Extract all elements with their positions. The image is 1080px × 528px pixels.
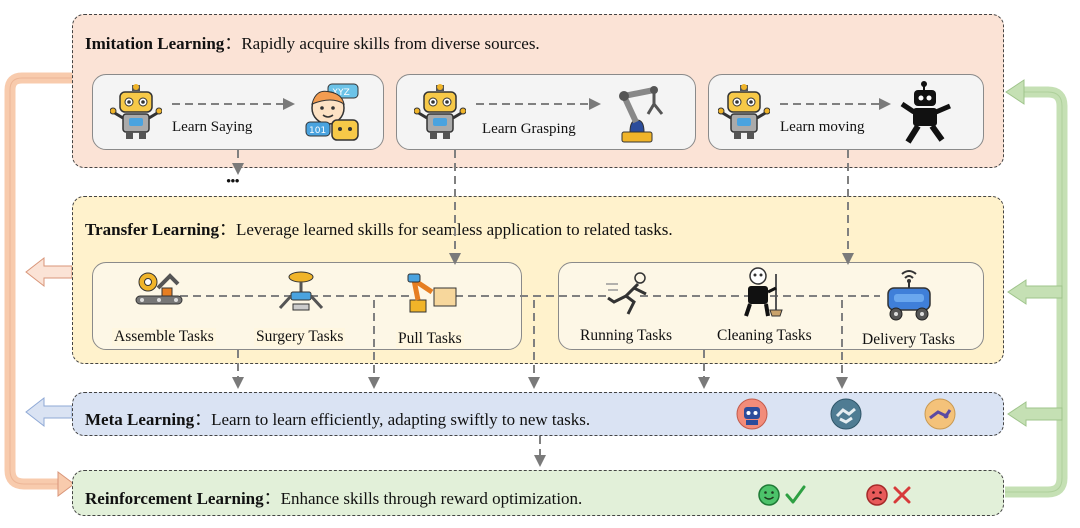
right-arrow-meta	[1007, 401, 1063, 427]
right-loop-arrowhead	[1005, 79, 1025, 105]
task-running: Running Tasks	[578, 327, 675, 345]
assembly-line-icon	[135, 272, 183, 305]
learn-grasping-label: Learn Grasping	[482, 121, 576, 137]
reinforcement-description: Enhance skills through reward optimizati…	[280, 489, 583, 508]
speaking-child-icon: XYZ 101	[305, 83, 359, 141]
task-pull: Pull Tasks	[396, 330, 464, 348]
left-arrow-meta	[25, 396, 73, 428]
walking-robot-icon	[900, 81, 951, 144]
transfer-title: Transfer Learning	[85, 220, 219, 239]
learn-moving-label: Learn moving	[780, 119, 865, 135]
frown-face-icon	[866, 484, 888, 506]
delivery-robot-icon	[887, 270, 931, 321]
left-arrow-transfer	[25, 256, 73, 288]
robot-icon	[414, 84, 466, 139]
task-surgery: Surgery Tasks	[254, 328, 346, 346]
running-robot-icon	[606, 272, 647, 315]
svg-text:XYZ: XYZ	[332, 88, 350, 98]
reinforcement-title-row: Reinforcement Learning：Enhance skills th…	[85, 489, 583, 508]
robotic-arm-icon	[619, 86, 664, 143]
check-icon	[785, 485, 806, 504]
ellipsis: •••	[226, 174, 240, 190]
handshake-badge-icon	[830, 398, 862, 430]
reinforcement-learning-band: Reinforcement Learning：Enhance skills th…	[72, 470, 1004, 516]
imitation-description: Rapidly acquire skills from diverse sour…	[241, 34, 540, 53]
meta-description: Learn to learn efficiently, adapting swi…	[211, 410, 591, 429]
task-delivery: Delivery Tasks	[860, 331, 957, 349]
pulling-robot-icon	[407, 273, 457, 313]
cleaning-robot-icon	[744, 267, 783, 317]
reinforcement-title: Reinforcement Learning	[85, 489, 264, 508]
learn-saying-label: Learn Saying	[172, 119, 253, 135]
task-assemble: Assemble Tasks	[112, 328, 216, 346]
svg-text:101: 101	[309, 126, 326, 136]
task-cleaning: Cleaning Tasks	[715, 327, 814, 345]
imitation-title: Imitation Learning	[85, 34, 225, 53]
smile-face-icon	[758, 484, 780, 506]
robot-icon	[718, 84, 770, 139]
robot-badge-icon	[736, 398, 768, 430]
cross-icon	[893, 486, 911, 504]
imitation-title-row: Imitation Learning：Rapidly acquire skill…	[85, 34, 540, 53]
robot-icon	[110, 84, 162, 139]
right-arrow-transfer	[1007, 279, 1063, 305]
surgery-robot-icon	[278, 271, 324, 311]
meta-title-row: Meta Learning：Learn to learn efficiently…	[85, 410, 591, 429]
meta-title: Meta Learning	[85, 410, 195, 429]
left-loop-arrowhead	[57, 471, 75, 497]
robot-hand-badge-icon	[924, 398, 956, 430]
